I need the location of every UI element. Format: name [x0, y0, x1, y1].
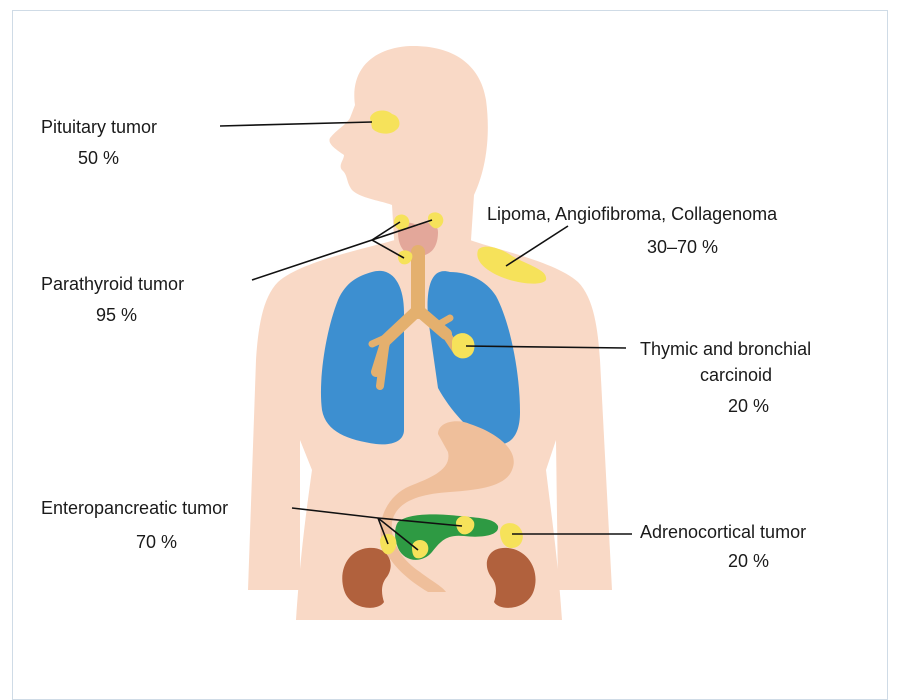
pituitary-pct: 50 %: [78, 148, 119, 168]
leader-lipoma: [506, 226, 568, 266]
thymic-label-line1: Thymic and bronchial: [640, 339, 811, 359]
lipoma-label: Lipoma, Angiofibroma, Collagenoma: [487, 204, 778, 224]
mens1-anatomy-diagram: Pituitary tumor 50 % Parathyroid tumor 9…: [0, 0, 901, 673]
enteropancreatic-label: Enteropancreatic tumor: [41, 498, 228, 518]
thymic-pct: 20 %: [728, 396, 769, 416]
lipoma-pct: 30–70 %: [647, 237, 718, 257]
adrenocortical-label: Adrenocortical tumor: [640, 522, 806, 542]
pituitary-label: Pituitary tumor: [41, 117, 157, 137]
adrenocortical-pct: 20 %: [728, 551, 769, 571]
parathyroid-pct: 95 %: [96, 305, 137, 325]
thymic-label-line2: carcinoid: [700, 365, 772, 385]
enteropancreatic-pct: 70 %: [136, 532, 177, 552]
parathyroid-label: Parathyroid tumor: [41, 274, 184, 294]
